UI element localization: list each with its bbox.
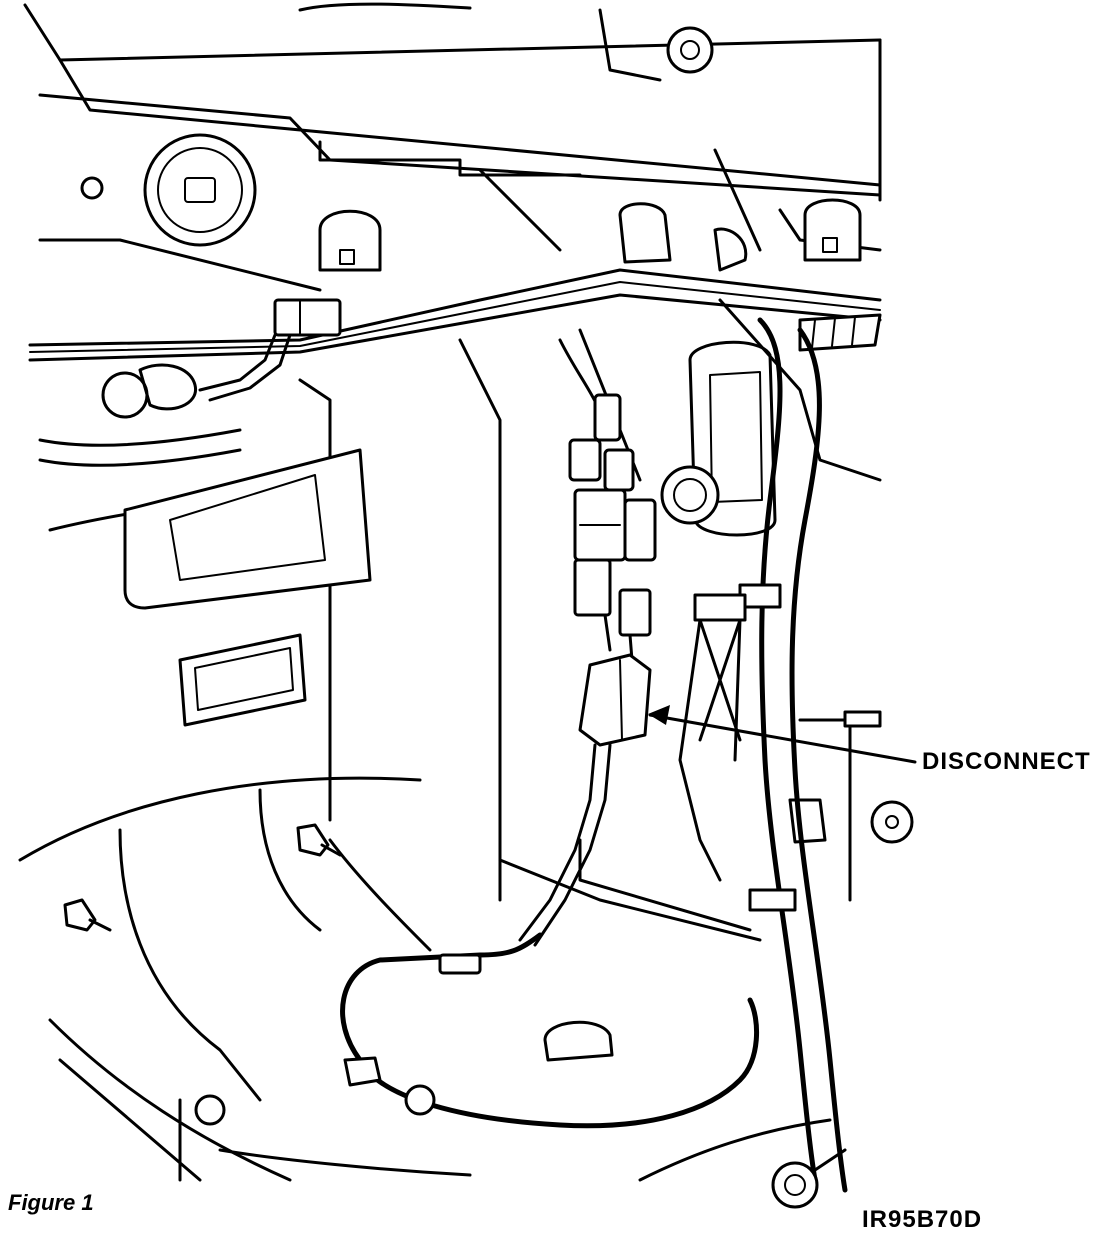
connector-bundle bbox=[558, 338, 657, 662]
bolts-lower-left bbox=[63, 823, 342, 932]
disconnect-connector bbox=[518, 653, 652, 947]
callout-arrow bbox=[648, 705, 917, 764]
ground-strap bbox=[340, 932, 760, 1129]
disconnect-label: DISCONNECT bbox=[922, 748, 1091, 775]
right-panel-cutout bbox=[660, 298, 882, 537]
mounting-tabs bbox=[318, 198, 862, 272]
figure-caption: Figure 1 bbox=[8, 1190, 94, 1215]
harness-clip-right bbox=[618, 202, 882, 352]
crossmember bbox=[28, 238, 882, 362]
upper-connector-left bbox=[101, 298, 342, 419]
ground-bolt bbox=[771, 1148, 847, 1209]
bracing-right bbox=[678, 593, 914, 902]
floor-features bbox=[194, 1020, 614, 1177]
reference-code: IR95B70D bbox=[862, 1206, 983, 1233]
panel-cutouts bbox=[123, 448, 372, 727]
bolt-top bbox=[666, 26, 714, 74]
lower-floor bbox=[18, 776, 832, 1182]
grommet-upper bbox=[80, 133, 257, 247]
main-harness bbox=[738, 317, 848, 1193]
upper-frame bbox=[23, 2, 882, 252]
